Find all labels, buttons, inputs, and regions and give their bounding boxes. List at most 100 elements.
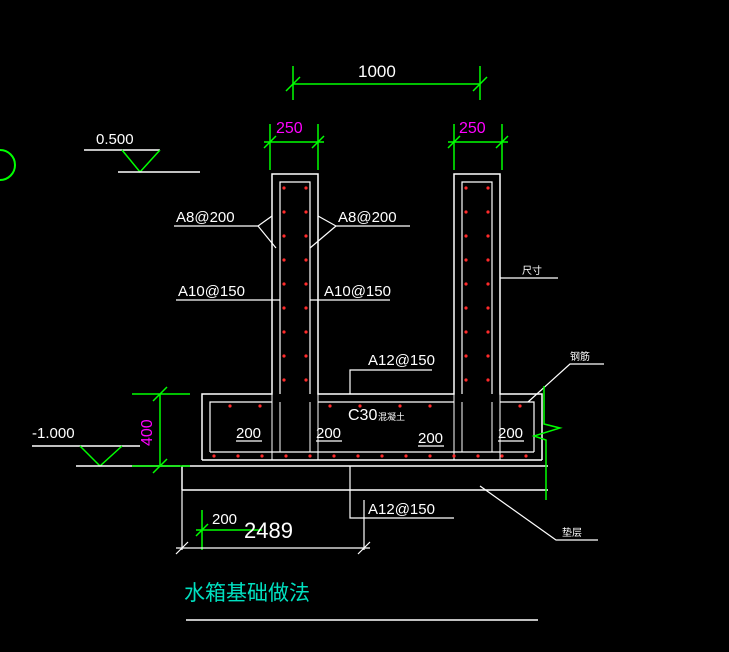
elevation-bottom-marker: -1.000 bbox=[32, 425, 180, 468]
left-wall-rebar-cage bbox=[279, 181, 311, 394]
rebar-dot bbox=[304, 306, 308, 310]
base-offset-labels: 200 200 200 200 bbox=[236, 425, 524, 447]
rebar-dot bbox=[486, 234, 490, 238]
label-a8-right: A8@200 bbox=[338, 209, 397, 226]
rebar-dot bbox=[356, 454, 360, 458]
dimension-wall-left-label: 250 bbox=[276, 120, 303, 137]
rebar-dot bbox=[212, 454, 216, 458]
rebar-dot bbox=[452, 454, 456, 458]
rebar-dot bbox=[464, 306, 468, 310]
break-mark bbox=[531, 386, 563, 500]
rebar-dot bbox=[260, 454, 264, 458]
label-a12-bottom: A12@150 bbox=[368, 501, 435, 518]
offset-label-2: 200 bbox=[316, 425, 341, 442]
rebar-dot bbox=[380, 454, 384, 458]
rebar-dot bbox=[486, 354, 490, 358]
rebar-dot bbox=[358, 404, 362, 408]
rebar-dot bbox=[464, 186, 468, 190]
label-a10-right: A10@150 bbox=[324, 283, 391, 300]
dimension-wall-left: 250 bbox=[263, 120, 325, 170]
label-side-2: 钢筋 bbox=[570, 350, 590, 363]
rebar-dot bbox=[304, 354, 308, 358]
rebar-callout-labels: A8@200 A8@200 A10@150 A10@150 A12@150 A1… bbox=[176, 209, 590, 539]
offset-label-1: 200 bbox=[236, 425, 261, 442]
elevation-bottom-label: -1.000 bbox=[32, 425, 75, 442]
foundation-structure bbox=[181, 173, 548, 491]
offset-label-3: 200 bbox=[418, 430, 443, 447]
rebar-dot bbox=[228, 404, 232, 408]
rebar-dot bbox=[486, 258, 490, 262]
rebar-dot bbox=[464, 378, 468, 382]
label-concrete-suffix: 混凝土 bbox=[378, 411, 405, 422]
rebar-dot bbox=[428, 404, 432, 408]
structure-outline bbox=[201, 173, 543, 460]
rebar-dot bbox=[464, 234, 468, 238]
rebar-dot bbox=[282, 282, 286, 286]
label-side-1: 尺寸 bbox=[522, 264, 542, 277]
rebar-dot bbox=[282, 210, 286, 214]
rebar-dot bbox=[486, 186, 490, 190]
rebar-dot bbox=[398, 404, 402, 408]
rebar-dot bbox=[304, 378, 308, 382]
dimension-top-span-label: 1000 bbox=[358, 62, 396, 81]
elevation-top-marker: 0.500 bbox=[84, 131, 200, 174]
dimension-wall-right: 250 bbox=[447, 120, 509, 170]
rebar-dot bbox=[258, 404, 262, 408]
elevation-top-label: 0.500 bbox=[96, 131, 134, 148]
rebar-dot bbox=[304, 210, 308, 214]
rebar-dot bbox=[524, 454, 528, 458]
rebar-dot bbox=[486, 282, 490, 286]
rebar-dot bbox=[404, 454, 408, 458]
rebar-dot bbox=[328, 404, 332, 408]
rebar-dot bbox=[304, 234, 308, 238]
rebar-dot bbox=[304, 258, 308, 262]
dimension-bottom-offset-label: 200 bbox=[212, 511, 237, 528]
rebar-dot bbox=[284, 454, 288, 458]
dimension-bottom: 200 2489 bbox=[175, 490, 371, 555]
rebar-dot bbox=[464, 258, 468, 262]
rebar-dot bbox=[282, 186, 286, 190]
right-wall-rebar-cage bbox=[461, 181, 493, 394]
rebar-dot bbox=[332, 454, 336, 458]
rebar-dot bbox=[304, 186, 308, 190]
rebar-callouts bbox=[174, 215, 604, 541]
label-concrete: C30 bbox=[348, 407, 377, 424]
dimension-overall-width-label: 2489 bbox=[244, 518, 293, 543]
rebar-dot bbox=[464, 330, 468, 334]
dimension-base-height-label: 400 bbox=[139, 419, 156, 446]
dimension-base-height: 400 bbox=[132, 386, 190, 474]
offset-label-4: 200 bbox=[498, 425, 523, 442]
label-a12-top: A12@150 bbox=[368, 352, 435, 369]
rebar-dot bbox=[282, 354, 286, 358]
rebar-dot bbox=[236, 454, 240, 458]
rebar-dot bbox=[282, 306, 286, 310]
rebar-dot bbox=[304, 282, 308, 286]
rebar-dot bbox=[486, 210, 490, 214]
edge-circle-marker bbox=[0, 149, 16, 181]
rebar-dot bbox=[428, 454, 432, 458]
rebar-dot bbox=[476, 454, 480, 458]
rebar-dots bbox=[212, 186, 528, 458]
rebar-dot bbox=[282, 330, 286, 334]
label-side-3: 垫层 bbox=[562, 526, 582, 539]
dimension-wall-right-label: 250 bbox=[459, 120, 486, 137]
rebar-dot bbox=[308, 454, 312, 458]
dimension-top-span: 1000 bbox=[285, 62, 488, 100]
label-a8-left: A8@200 bbox=[176, 209, 235, 226]
rebar-dot bbox=[500, 454, 504, 458]
rebar-dot bbox=[464, 354, 468, 358]
drawing-title-group: 水箱基础做法 bbox=[184, 581, 538, 621]
rebar-dot bbox=[304, 330, 308, 334]
rebar-dot bbox=[282, 378, 286, 382]
rebar-dot bbox=[486, 378, 490, 382]
rebar-dot bbox=[486, 330, 490, 334]
rebar-dot bbox=[518, 404, 522, 408]
rebar-dot bbox=[282, 258, 286, 262]
rebar-dot bbox=[486, 306, 490, 310]
rebar-dot bbox=[282, 234, 286, 238]
rebar-dot bbox=[464, 210, 468, 214]
rebar-dot bbox=[464, 282, 468, 286]
drawing-title: 水箱基础做法 bbox=[184, 581, 310, 605]
label-a10-left: A10@150 bbox=[178, 283, 245, 300]
